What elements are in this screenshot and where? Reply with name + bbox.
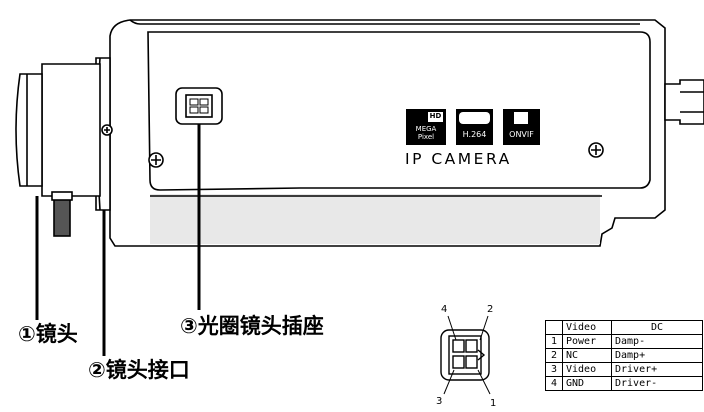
pin-number-2: 2	[487, 304, 494, 315]
badge-onvif-label: ONVIF	[509, 130, 534, 139]
pin-cell: 4	[545, 376, 563, 391]
pin-number-1: 1	[490, 398, 497, 409]
table-row: 4 GND Driver-	[545, 376, 703, 391]
lens-knob	[53, 195, 71, 237]
badge-h264	[456, 109, 493, 145]
pin-number-3: 3	[436, 396, 443, 407]
lens-mount-label: ②镜头接口	[88, 358, 190, 382]
table-row: 1 Power Damp-	[545, 334, 703, 349]
video-cell: NC	[562, 348, 612, 363]
table-row: 2 NC Damp+	[545, 348, 703, 363]
header-cell	[545, 320, 563, 335]
header-cell: DC	[611, 320, 703, 335]
screw-left	[148, 152, 164, 168]
pin-number-4: 4	[441, 304, 448, 315]
header-cell: Video	[562, 320, 612, 335]
badge-hd-pixel: Pixel	[417, 133, 435, 141]
screw-mount	[101, 124, 113, 136]
table-header-row: Video DC	[545, 320, 703, 335]
iris-socket-label: ③光圈镜头插座	[180, 314, 324, 338]
badge-hd-mega: MEGA	[415, 125, 437, 133]
dc-cell: Driver+	[611, 362, 703, 377]
pin-cell: 2	[545, 348, 563, 363]
lens-rear	[41, 63, 101, 197]
screw-right	[588, 142, 604, 158]
video-cell: Video	[562, 362, 612, 377]
side-panel	[147, 31, 651, 191]
badge-onvif	[503, 109, 540, 145]
table-row: 3 Video Driver+	[545, 362, 703, 377]
video-cell: GND	[562, 376, 612, 391]
video-cell: Power	[562, 334, 612, 349]
dc-cell: Damp+	[611, 348, 703, 363]
pin-cell: 1	[545, 334, 563, 349]
body-top-edge	[129, 19, 640, 25]
lens-front	[15, 73, 43, 187]
badge-hd-top: HD	[429, 112, 442, 120]
brand-text: IP CAMERA	[405, 150, 512, 168]
pin-table: Video DC 1 Power Damp- 2 NC Damp+ 3 Vide…	[545, 320, 703, 391]
badge-hd	[406, 109, 446, 145]
dc-cell: Damp-	[611, 334, 703, 349]
badge-h264-label: H.264	[462, 130, 487, 139]
rear-connector	[664, 79, 704, 125]
connector-pinout	[440, 315, 491, 395]
pin-cell: 3	[545, 362, 563, 377]
lens-label: ①镜头	[18, 322, 78, 346]
dc-cell: Driver-	[611, 376, 703, 391]
body-bottom-shade	[150, 194, 600, 244]
